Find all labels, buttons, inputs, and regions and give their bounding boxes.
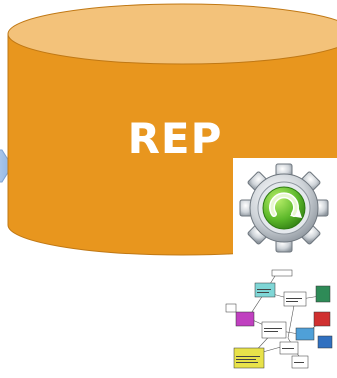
uml-diagram-thumbnail [225,268,334,376]
incoming-arrow [0,149,13,183]
repository-label: REP [127,114,223,163]
gear-refresh-icon [233,158,337,258]
